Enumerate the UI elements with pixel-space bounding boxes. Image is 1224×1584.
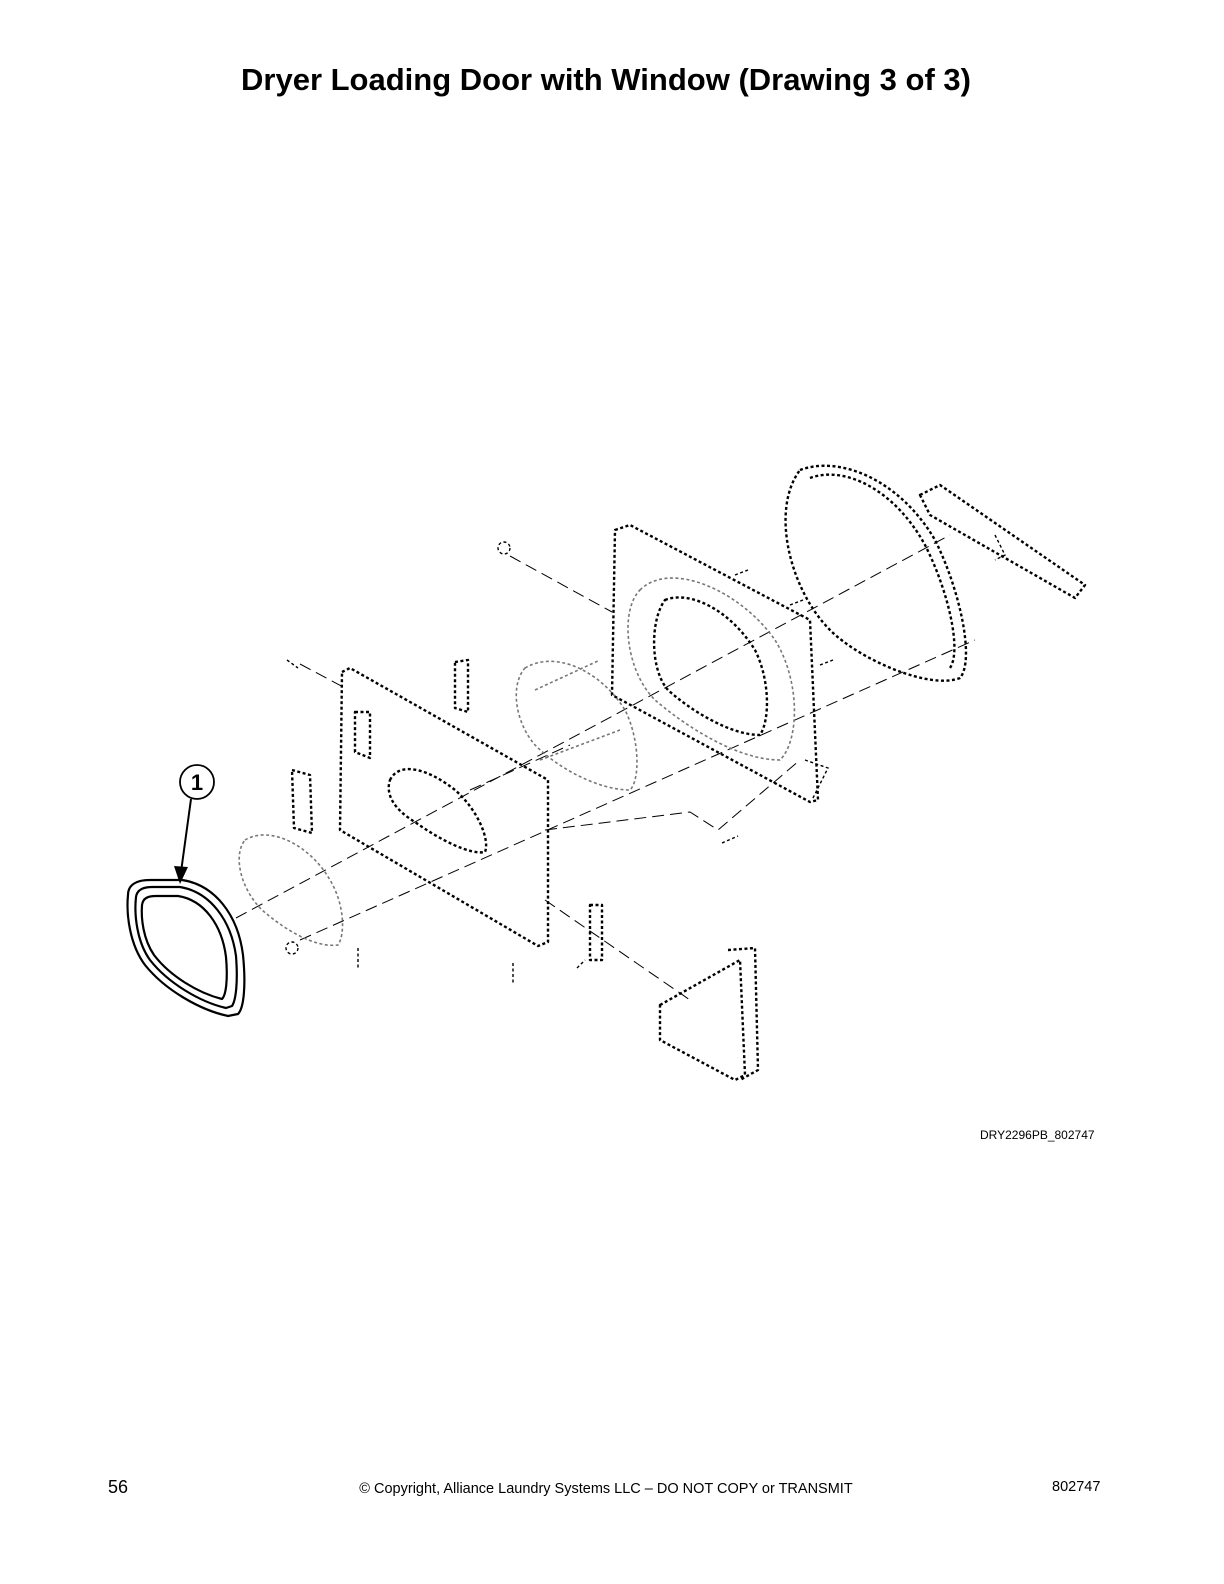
rear-door-panel [784, 464, 1087, 682]
screws [286, 569, 834, 983]
door-outer-panel [338, 666, 550, 948]
hardware-small-parts [285, 541, 760, 1082]
callout-1: 1 [174, 764, 215, 884]
page-title: Dryer Loading Door with Window (Drawing … [241, 62, 971, 97]
part-1-window-gasket [126, 878, 246, 1018]
assembly-leader-lines [235, 534, 976, 1001]
footer-page-number: 56 [108, 1477, 129, 1497]
drawing-code: DRY2296PB_802747 [980, 1128, 1095, 1142]
door-inner-frame [610, 523, 829, 804]
window-glass [238, 834, 344, 947]
inner-window-liner [515, 659, 638, 791]
footer-document-number: 802747 [1052, 1479, 1101, 1495]
footer-copyright: © Copyright, Alliance Laundry Systems LL… [359, 1481, 853, 1497]
callout-number: 1 [191, 770, 203, 795]
